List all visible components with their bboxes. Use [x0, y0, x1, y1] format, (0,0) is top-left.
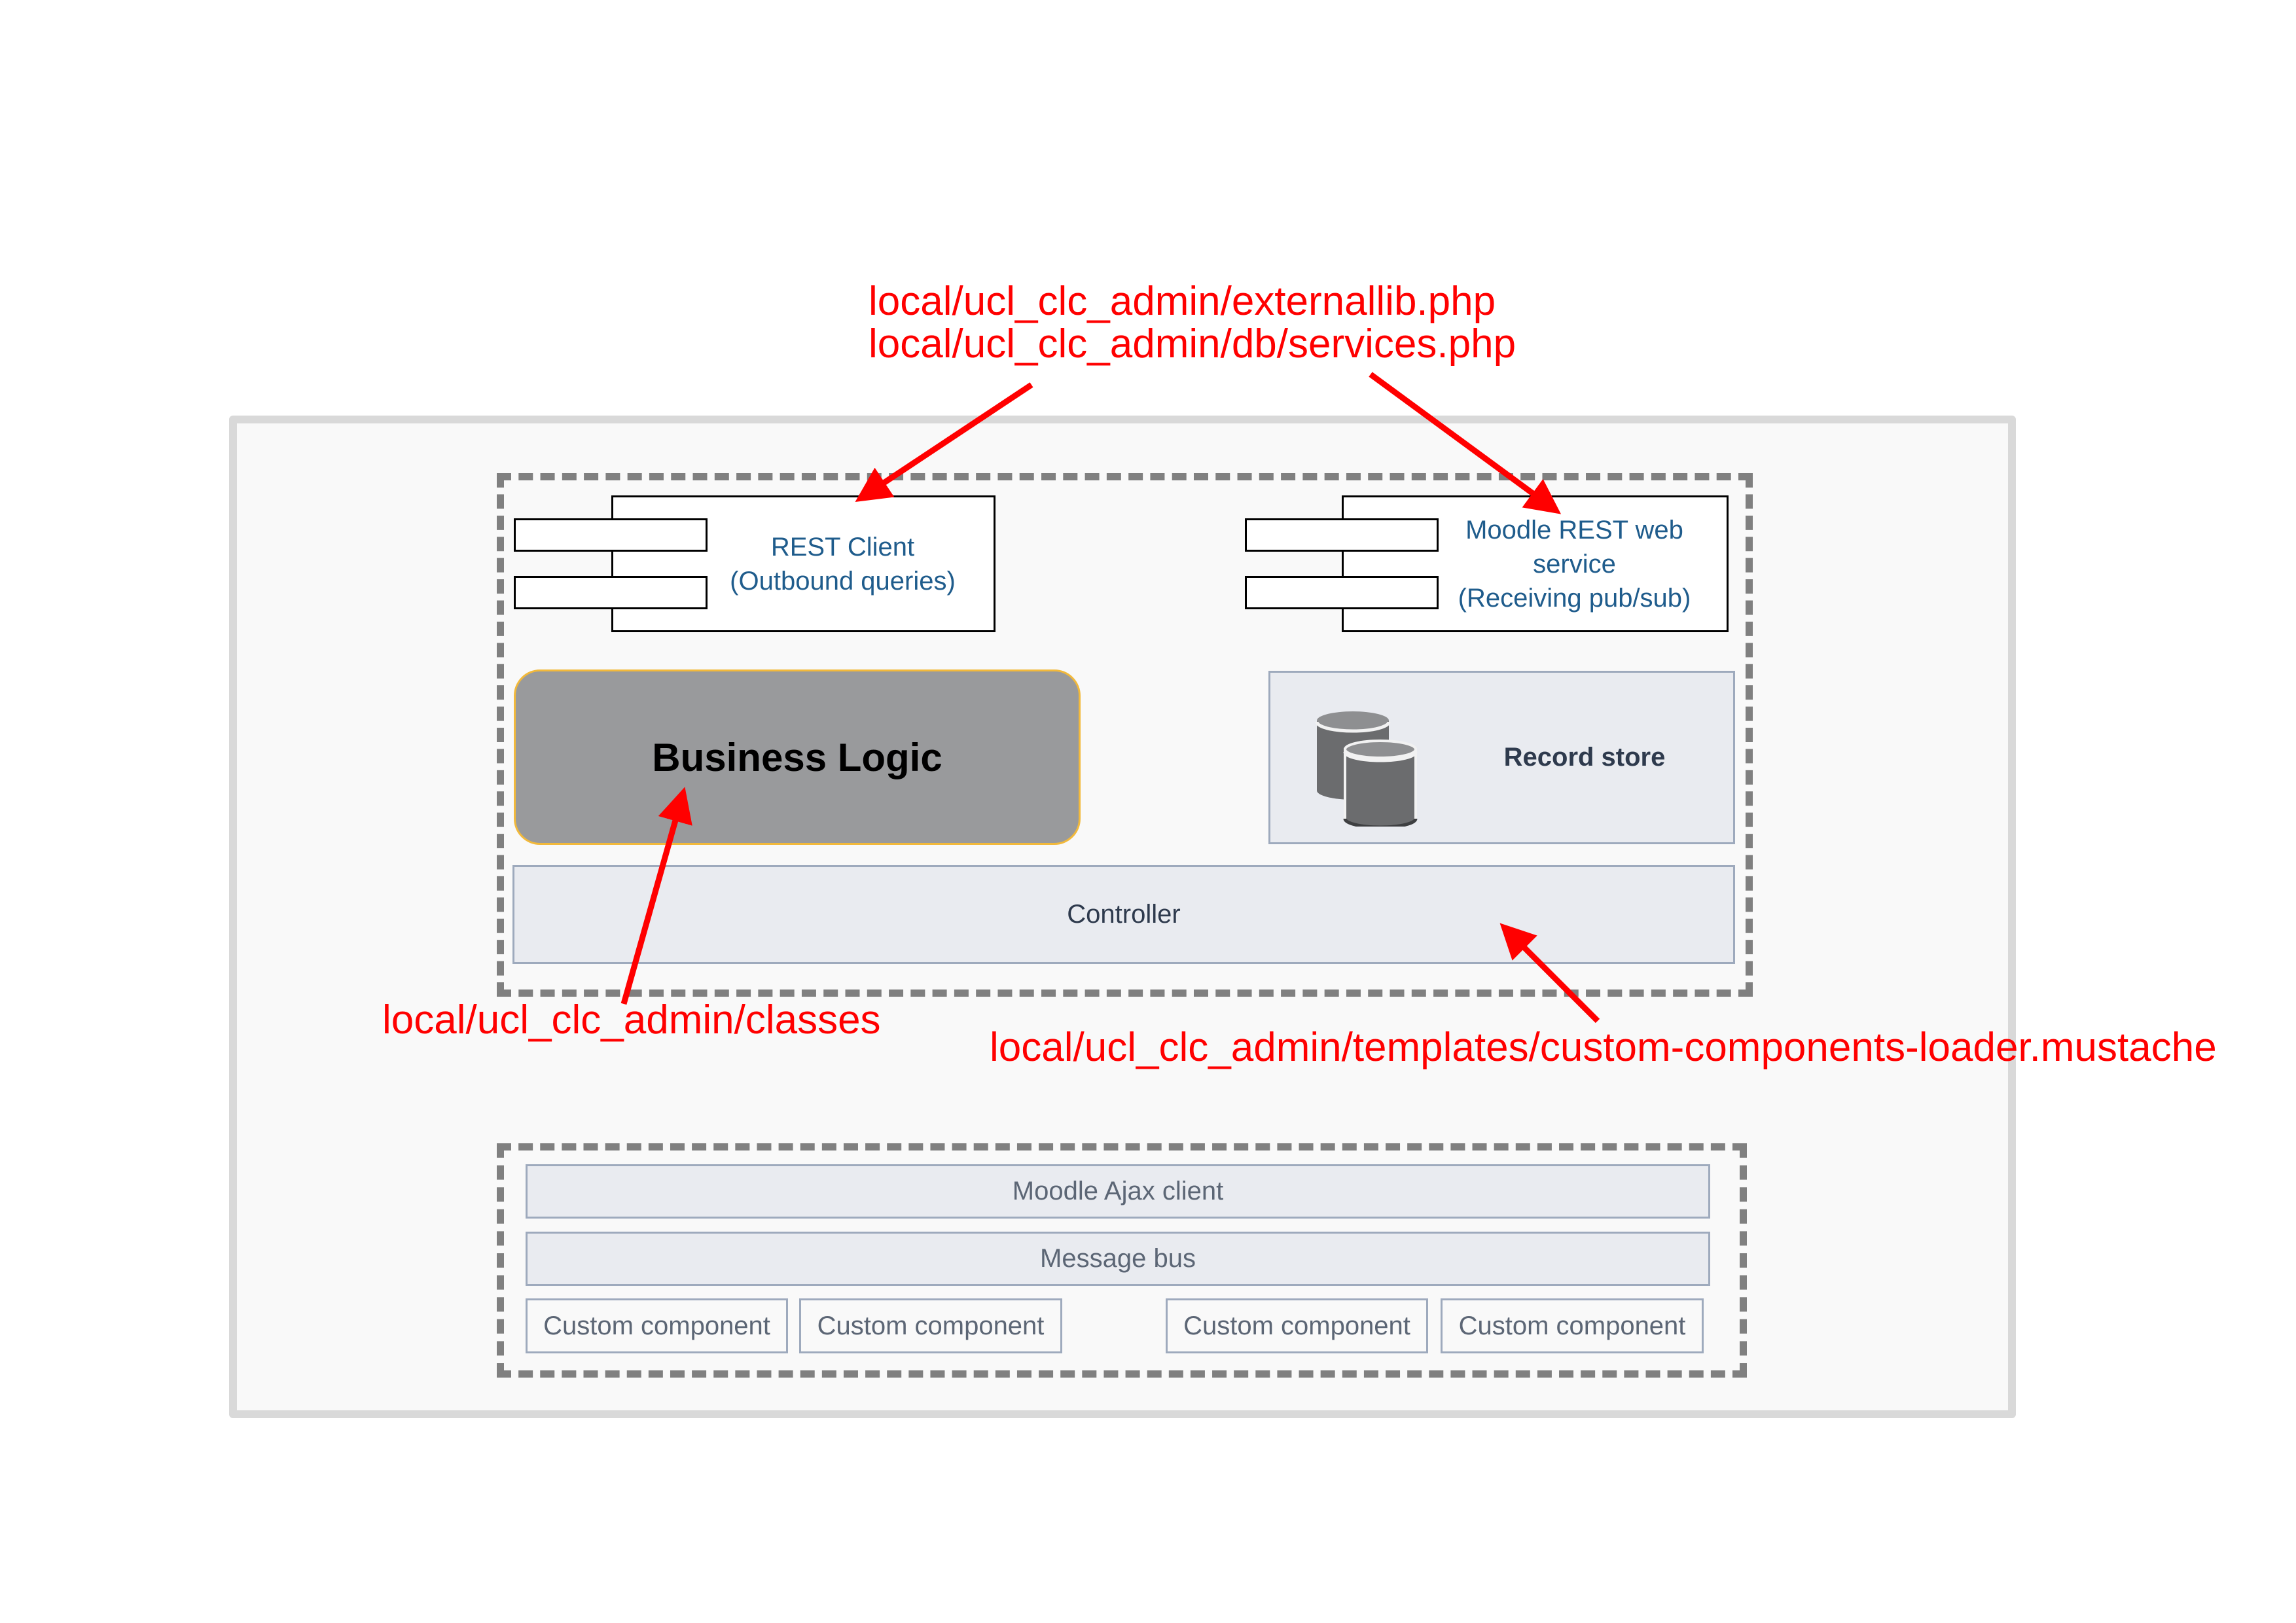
moodle-rest-subtitle: (Receiving pub/sub)	[1458, 583, 1691, 613]
business-logic-box: Business Logic	[514, 669, 1081, 845]
backend-region	[497, 473, 1753, 997]
message-bus-label: Message bus	[1040, 1244, 1196, 1273]
record-store-label: Record store	[1503, 743, 1666, 772]
annotation-classes: local/ucl_clc_admin/classes	[382, 997, 881, 1043]
arrow-to-rest-client	[855, 382, 1033, 502]
annotation-externallib: local/ucl_clc_admin/externallib.php	[869, 279, 1496, 324]
rest-client-component: REST Client (Outbound queries)	[611, 495, 996, 632]
moodle-ajax-client-label: Moodle Ajax client	[1012, 1177, 1224, 1205]
rest-client-title: REST Client	[770, 532, 915, 562]
arrow-to-moodle-rest	[1369, 372, 1562, 514]
moodle-rest-title: Moodle REST web	[1465, 515, 1683, 544]
moodle-rest-component: Moodle REST web service (Receiving pub/s…	[1342, 495, 1729, 632]
custom-component-4: Custom component	[1441, 1298, 1704, 1353]
arrow-to-controller	[1499, 923, 1600, 1024]
custom-component-label: Custom component	[1458, 1311, 1686, 1340]
moodle-rest-tab-bottom	[1245, 576, 1439, 609]
rest-client-tab-bottom	[514, 576, 708, 609]
record-store-box: Record store	[1268, 671, 1735, 844]
moodle-ajax-client-bar: Moodle Ajax client	[526, 1164, 1710, 1219]
business-logic-label: Business Logic	[652, 735, 942, 779]
database-icon	[1315, 711, 1418, 827]
custom-component-label: Custom component	[817, 1311, 1045, 1340]
arrow-to-business-logic	[620, 787, 692, 1005]
moodle-rest-title-2: service	[1533, 549, 1616, 579]
moodle-rest-tab-top	[1245, 518, 1439, 552]
custom-component-label: Custom component	[543, 1311, 770, 1340]
controller-label: Controller	[1067, 900, 1181, 929]
custom-component-3: Custom component	[1166, 1298, 1428, 1353]
frontend-region	[497, 1143, 1747, 1378]
rest-client-tab-top	[514, 518, 708, 552]
custom-component-2: Custom component	[799, 1298, 1062, 1353]
rest-client-subtitle: (Outbound queries)	[730, 566, 956, 596]
custom-component-1: Custom component	[526, 1298, 788, 1353]
message-bus-bar: Message bus	[526, 1232, 1710, 1286]
annotation-templates: local/ucl_clc_admin/templates/custom-com…	[990, 1025, 2217, 1070]
custom-component-label: Custom component	[1183, 1311, 1410, 1340]
annotation-services: local/ucl_clc_admin/db/services.php	[869, 321, 1516, 366]
